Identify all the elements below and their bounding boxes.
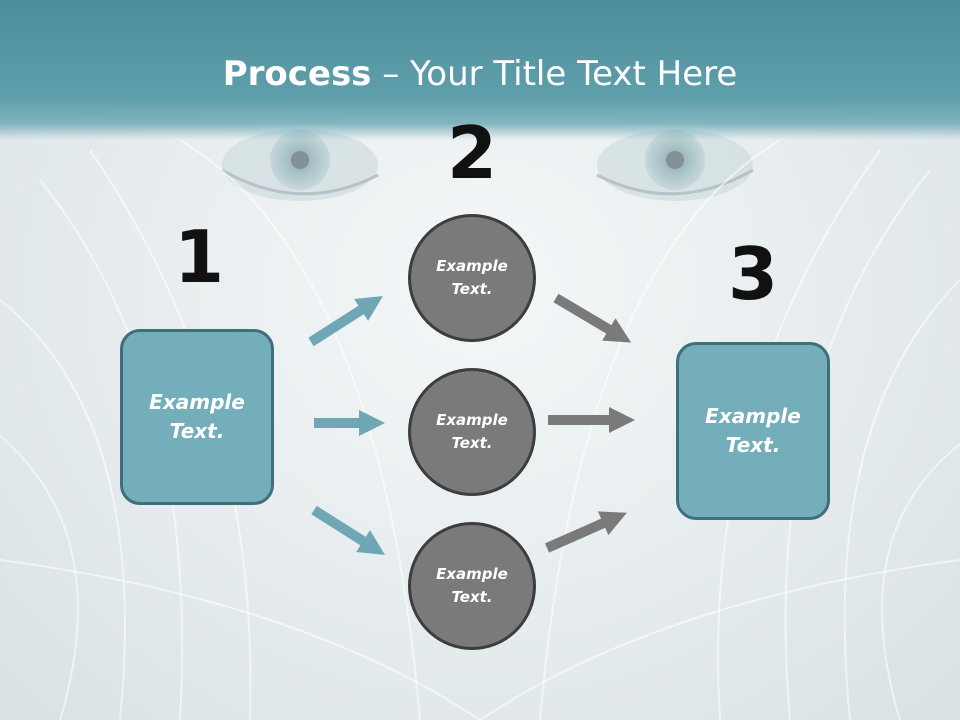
arrow-1-to-bottom (311, 505, 385, 555)
title-bold: Process (222, 54, 372, 94)
step-number-3: 3 (727, 232, 779, 316)
eye-right (596, 129, 754, 201)
circle-middle: Example Text. (408, 368, 536, 496)
step-number-2: 2 (446, 111, 498, 195)
arrow-bottom-to-3 (544, 511, 627, 553)
step-number-1: 1 (173, 215, 225, 299)
step-3-box: Example Text. (676, 342, 830, 520)
title-rest: – Your Title Text Here (371, 54, 738, 94)
slide-title: Process – Your Title Text Here (0, 52, 960, 96)
title-bar (0, 0, 960, 140)
step-1-box: Example Text. (120, 329, 274, 505)
circle-bottom: Example Text. (408, 522, 536, 650)
arrow-top-to-3 (553, 293, 632, 343)
arrow-1-to-top (308, 295, 383, 347)
circle-top: Example Text. (408, 214, 536, 342)
eye-left (221, 129, 379, 201)
